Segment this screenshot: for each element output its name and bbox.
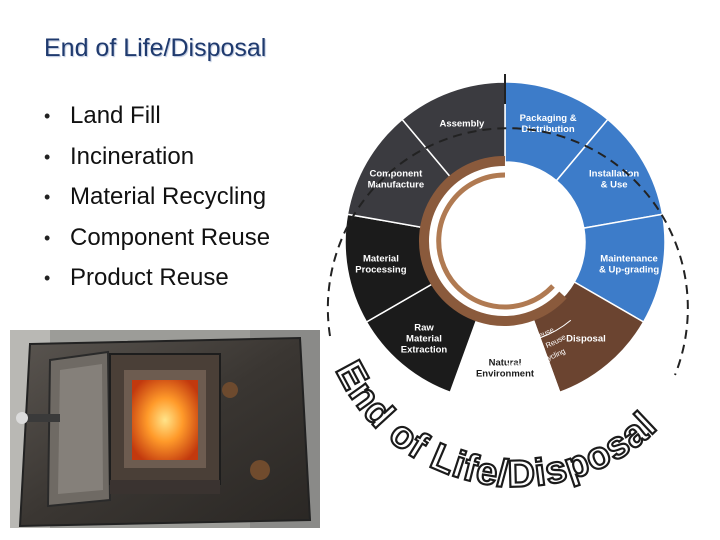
bullet-list: •Land Fill •Incineration •Material Recyc… [44,100,270,303]
recycling-arc-inner [436,172,555,310]
segment-label: Assembly [439,119,485,130]
dashed-boundary [326,127,689,376]
bullet-item: •Product Reuse [44,264,229,291]
segment-label: Installation& Use [589,169,639,191]
bullet-item: •Land Fill [44,102,161,129]
slide-title: End of Life/Disposal [44,34,267,62]
segment-label: Packaging &Distribution [520,113,577,135]
bullet-item: •Material Recycling [44,183,267,210]
incinerator-photo [10,330,320,528]
bullet-item: •Component Reuse [44,223,271,251]
segment-label: Maintenance& Up-grading [599,253,659,275]
bullet-item: •Incineration [44,142,195,170]
recycling-arc [418,155,567,326]
segment-label: Disposal [566,334,606,345]
